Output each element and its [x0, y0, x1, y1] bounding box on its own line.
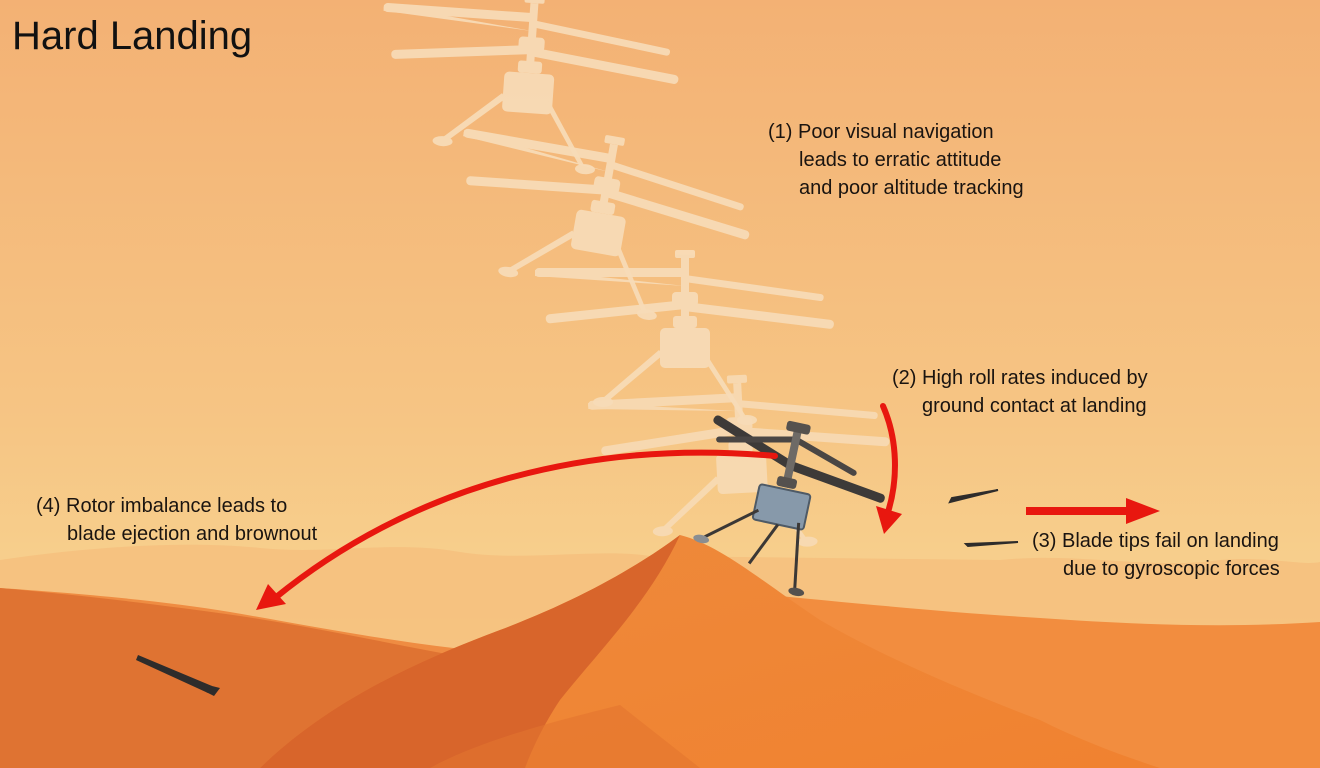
annotation-poor-visual-navigation: (1) Poor visual navigation leads to erra… — [768, 118, 1024, 202]
blade-tip-arrow-shaft — [1026, 507, 1130, 515]
annotation-line: blade ejection and brownout — [67, 523, 318, 545]
annotation-line: (1) Poor visual navigation — [768, 121, 994, 143]
annotation-line: (4) Rotor imbalance leads to — [36, 495, 288, 517]
ejected-blade-root — [204, 684, 220, 696]
dune-foreground-ridge — [430, 705, 700, 768]
annotation-rotor-imbalance: (4) Rotor imbalance leads to blade eject… — [36, 492, 317, 548]
rotor-blade — [795, 437, 857, 476]
blade-ejection-arrowhead — [256, 584, 286, 610]
ejected-blade — [136, 655, 212, 693]
annotation-high-roll-rates: (2) High roll rates induced by ground co… — [892, 364, 1148, 420]
blade-tip-fragment — [963, 541, 1019, 548]
annotation-line: leads to erratic attitude — [799, 149, 1002, 171]
diagram-title: Hard Landing — [12, 14, 253, 58]
annotation-line: ground contact at landing — [922, 395, 1147, 417]
blade-tip-fragment — [948, 489, 999, 504]
roll-arc-arrowhead — [876, 506, 902, 534]
main-dune-shadow — [260, 535, 680, 768]
annotation-line: (3) Blade tips fail on landing — [1032, 530, 1279, 552]
annotation-line: and poor altitude tracking — [799, 177, 1024, 199]
annotation-line: due to gyroscopic forces — [1063, 558, 1280, 580]
rotor-blade — [790, 462, 885, 503]
annotation-line: (2) High roll rates induced by — [892, 367, 1148, 389]
annotation-blade-tips-fail: (3) Blade tips fail on landing due to gy… — [1032, 527, 1280, 583]
rotor-blade — [716, 436, 797, 443]
helicopter-body — [751, 483, 812, 531]
blade-ejection-arrow — [272, 449, 778, 601]
blade-tip-arrowhead — [1126, 498, 1160, 524]
roll-arc-arrow — [880, 403, 898, 515]
